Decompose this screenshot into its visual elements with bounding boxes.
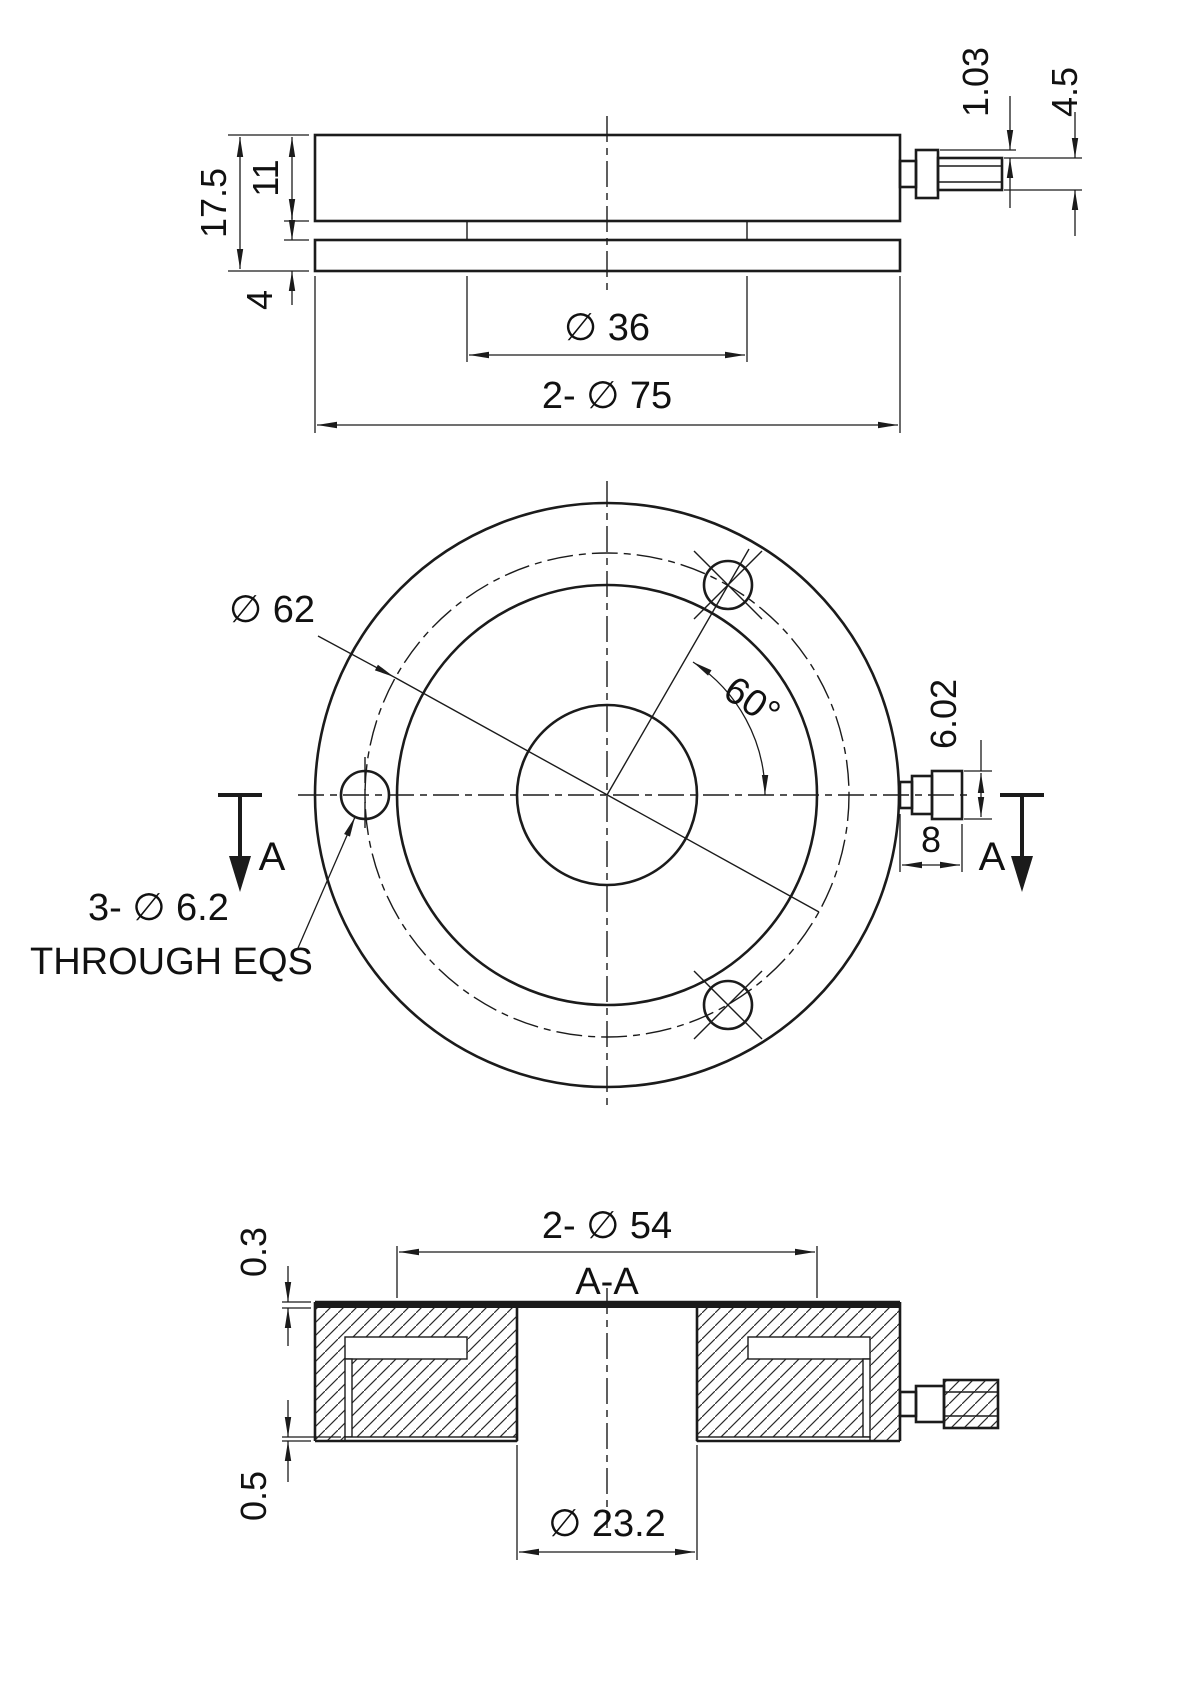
note-bolt-holes: 3- ∅ 6.2 THROUGH EQS bbox=[30, 816, 356, 983]
dim-connector-height-label: 6.02 bbox=[923, 679, 964, 749]
dim-connector-step-label: 1.03 bbox=[955, 47, 996, 117]
dim-connector-step: 1.03 bbox=[940, 47, 1082, 208]
dim-recess-diameter-label: 2- ∅ 54 bbox=[542, 1205, 672, 1247]
right-slot bbox=[747, 1336, 871, 1360]
center-hole-circle bbox=[515, 703, 699, 887]
side-connector bbox=[898, 148, 1004, 200]
dim-outer-diameter: 2- ∅ 75 bbox=[314, 276, 901, 433]
left-vertical-gap bbox=[344, 1358, 353, 1438]
dim-plate-height-label: 4 bbox=[239, 290, 280, 310]
section-marker-right-label: A bbox=[979, 835, 1006, 879]
dim-connector-nut-height: 4.5 bbox=[1004, 67, 1085, 236]
plan-connector bbox=[898, 769, 964, 821]
dim-outer-diameter-label: 2- ∅ 75 bbox=[542, 375, 672, 417]
left-slot bbox=[344, 1336, 468, 1360]
dim-total-height: 17.5 bbox=[193, 134, 309, 272]
side-view: 17.5 11 4 1.03 4.5 bbox=[193, 47, 1085, 433]
dim-recess-diameter: 2- ∅ 54 bbox=[396, 1205, 818, 1298]
dim-bottom-gap: 0.5 bbox=[233, 1400, 341, 1521]
dim-bolt-circle-diameter: ∅ 62 bbox=[229, 589, 820, 913]
dim-connector-nut-height-label: 4.5 bbox=[1044, 67, 1085, 117]
bolt-hole-left bbox=[339, 757, 391, 833]
dim-boss-diameter-label: ∅ 36 bbox=[564, 307, 650, 349]
dim-hole-angle-label: 60° bbox=[716, 669, 787, 736]
bolt-circle bbox=[364, 552, 850, 1038]
section-cut-left: A bbox=[218, 793, 286, 892]
section-title: A-A bbox=[575, 1261, 639, 1303]
note-bolt-holes-line2: THROUGH EQS bbox=[30, 941, 313, 983]
dim-connector-length-label: 8 bbox=[921, 819, 941, 860]
dim-connector-length: 8 bbox=[899, 814, 963, 872]
dim-top-plate-thickness: 0.3 bbox=[233, 1227, 311, 1346]
dim-body-height: 11 bbox=[245, 137, 309, 222]
bolt-hole-bottom-right bbox=[693, 970, 763, 1040]
dim-bottom-gap-label: 0.5 bbox=[233, 1471, 274, 1521]
right-vertical-gap bbox=[862, 1358, 871, 1438]
dim-center-hole-diameter: ∅ 23.2 bbox=[516, 1445, 698, 1560]
dim-top-plate-thickness-label: 0.3 bbox=[233, 1227, 274, 1277]
dim-bolt-circle-diameter-label: ∅ 62 bbox=[229, 589, 315, 631]
section-marker-left-label: A bbox=[259, 835, 286, 879]
dim-connector-height: 6.02 bbox=[923, 679, 992, 820]
section-cut-right: A bbox=[979, 793, 1044, 892]
top-diaphragm bbox=[315, 1302, 900, 1308]
dim-hole-angle: 60° bbox=[692, 661, 787, 796]
dim-body-height-label: 11 bbox=[245, 159, 286, 196]
dim-plate-height: 4 bbox=[239, 206, 309, 310]
dim-boss-diameter: ∅ 36 bbox=[466, 276, 748, 362]
dim-center-hole-diameter-label: ∅ 23.2 bbox=[548, 1503, 666, 1545]
section-view: 2- ∅ 54 A-A bbox=[233, 1205, 1000, 1560]
plate-outline bbox=[313, 238, 902, 273]
recess-circle bbox=[395, 583, 819, 1007]
section-connector bbox=[898, 1378, 1000, 1430]
dim-total-height-label: 17.5 bbox=[193, 168, 234, 238]
plan-view: ∅ 62 60° 6.02 8 bbox=[30, 481, 1044, 1109]
note-bolt-holes-line1: 3- ∅ 6.2 bbox=[88, 887, 229, 929]
hole-radius-line bbox=[606, 548, 750, 796]
section-body bbox=[313, 1300, 902, 1443]
